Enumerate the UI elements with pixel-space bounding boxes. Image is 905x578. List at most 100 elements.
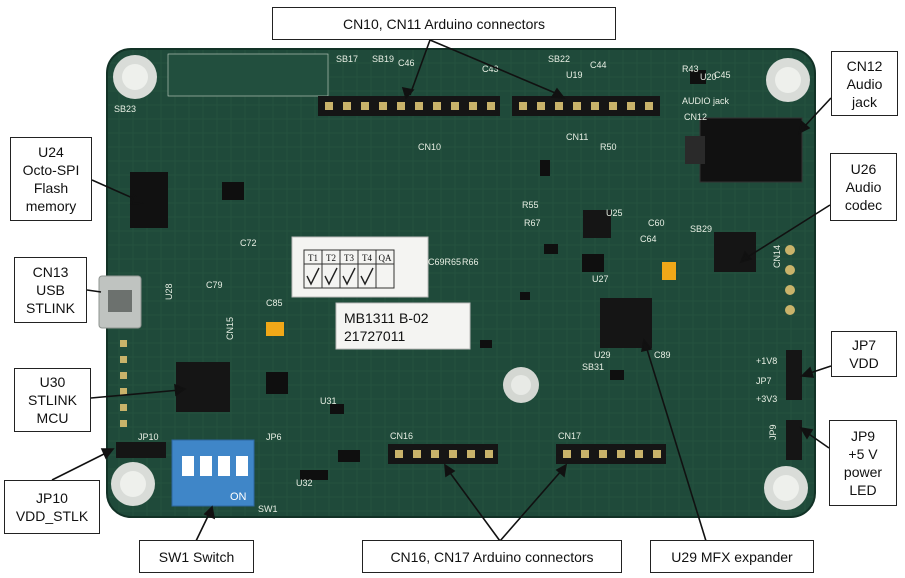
label-u30: U30 STLINK MCU — [14, 368, 91, 432]
silk-audio-jack: AUDIO jack — [682, 96, 730, 106]
silk-c89: C89 — [654, 350, 671, 360]
label-cn13-line2: USB — [36, 282, 65, 298]
label-jp9-line4: LED — [849, 482, 877, 498]
silk-jp6: JP6 — [266, 432, 282, 442]
label-jp7: JP7 VDD — [831, 331, 897, 377]
cn10-pins — [325, 102, 495, 110]
silk-c72: C72 — [240, 238, 257, 248]
label-u24-line1: U24 — [38, 144, 64, 160]
label-u24: U24 Octo-SPI Flash memory — [10, 137, 92, 221]
silk-u25: U25 — [606, 208, 623, 218]
label-sw1-text: SW1 Switch — [158, 548, 235, 565]
qa-card — [291, 236, 429, 298]
cn17-header — [556, 444, 666, 464]
silk-c64: C64 — [640, 234, 657, 244]
label-u26: U26 Audio codec — [830, 153, 897, 221]
label-u30-line2: STLINK — [27, 392, 77, 408]
silk-cn11: CN11 — [566, 132, 588, 142]
silk-u20: U20 — [700, 72, 717, 82]
silk-sb19: SB19 — [372, 54, 394, 64]
qa-header-qa: QA — [379, 253, 392, 263]
label-cn10-cn11-text: CN10, CN11 Arduino connectors — [342, 15, 546, 32]
silk-u32: U32 — [296, 478, 313, 488]
silk-c46: C46 — [398, 58, 415, 68]
led-orange — [662, 262, 676, 280]
qa-header-t1: T1 — [308, 253, 318, 263]
silk-u29: U29 — [594, 350, 611, 360]
label-jp10-line2: VDD_STLK — [15, 508, 89, 524]
silk-on: ON — [230, 491, 247, 503]
silk-plus-1v8: +1V8 — [756, 356, 777, 366]
jp7-jumper — [786, 350, 802, 400]
silk-jp10: JP10 — [138, 432, 159, 442]
silk-sb29: SB29 — [690, 224, 712, 234]
label-jp7-line2: VDD — [849, 355, 879, 371]
label-jp7-line1: JP7 — [851, 337, 877, 353]
cn12-audio-jack — [699, 117, 803, 183]
cn11-header — [512, 96, 660, 116]
label-jp10-line1: JP10 — [36, 490, 68, 506]
label-cn13: CN13 USB STLINK — [14, 257, 87, 323]
silk-sb17: SB17 — [336, 54, 358, 64]
u26-chip — [714, 232, 756, 272]
led-yellow — [266, 322, 284, 336]
label-jp9-line1: JP9 — [850, 428, 876, 444]
label-u24-line3: Flash — [33, 180, 69, 196]
silk-jp9: JP9 — [768, 424, 778, 440]
label-cn12: CN12 Audio jack — [831, 51, 898, 116]
label-jp9: JP9 +5 V power LED — [829, 420, 897, 506]
silk-cn10: CN10 — [418, 142, 441, 152]
cn17-pins — [563, 450, 661, 458]
silk-cn14: CN14 — [772, 245, 782, 268]
top-silk-block — [167, 53, 329, 97]
silk-c45: C45 — [714, 70, 731, 80]
silk-c43: C43 — [482, 64, 499, 74]
silk-cn16: CN16 — [390, 431, 413, 441]
label-jp9-line2: +5 V — [848, 446, 878, 462]
standoff-center — [503, 367, 539, 403]
cn11-pins — [519, 102, 653, 110]
silk-c79: C79 — [206, 280, 223, 290]
cn14-pins — [785, 245, 795, 315]
silk-r50: R50 — [600, 142, 617, 152]
silk-r66: R66 — [462, 257, 479, 267]
silk-c60: C60 — [648, 218, 665, 228]
silk-sb22: SB22 — [548, 54, 570, 64]
label-u24-line2: Octo-SPI — [22, 162, 80, 178]
qa-header-t4: T4 — [362, 253, 372, 263]
qa-header-t2: T2 — [326, 253, 336, 263]
label-cn12-line3: jack — [852, 93, 877, 110]
silk-c69r65: C69R65 — [428, 257, 461, 267]
silk-plus-3v3: +3V3 — [756, 394, 777, 404]
standoff-top-right — [766, 58, 810, 102]
cn16-header — [388, 444, 498, 464]
label-u26-line1: U26 — [850, 161, 877, 177]
silk-u31: U31 — [320, 396, 337, 406]
cn16-pins — [395, 450, 493, 458]
board-id-card — [335, 302, 471, 350]
board-id-text: MB1311 B-02 — [344, 310, 429, 326]
silk-r55: R55 — [522, 200, 539, 210]
silk-cn15: CN15 — [225, 317, 235, 340]
label-u30-line1: U30 — [39, 374, 66, 390]
label-sw1: SW1 Switch — [139, 540, 254, 573]
standoff-top-left — [113, 55, 157, 99]
silk-sb23: SB23 — [114, 104, 136, 114]
silk-r67: R67 — [524, 218, 541, 228]
silk-u19: U19 — [566, 70, 583, 80]
label-u29-text: U29 MFX expander — [671, 548, 793, 565]
qa-header-t3: T3 — [344, 253, 354, 263]
label-u26-line3: codec — [844, 197, 883, 213]
silk-sw1: SW1 — [258, 504, 278, 514]
small-components — [222, 70, 706, 480]
silk-u28: U28 — [164, 283, 174, 300]
label-u29: U29 MFX expander — [650, 540, 814, 573]
board-serial-text: 21727011 — [344, 328, 405, 344]
label-cn13-line3: STLINK — [25, 300, 75, 316]
label-cn12-line2: Audio — [846, 75, 883, 92]
silk-u27: U27 — [592, 274, 609, 284]
cn10-header — [318, 96, 500, 116]
standoff-bottom-left — [111, 462, 155, 506]
u30-chip — [176, 362, 230, 412]
